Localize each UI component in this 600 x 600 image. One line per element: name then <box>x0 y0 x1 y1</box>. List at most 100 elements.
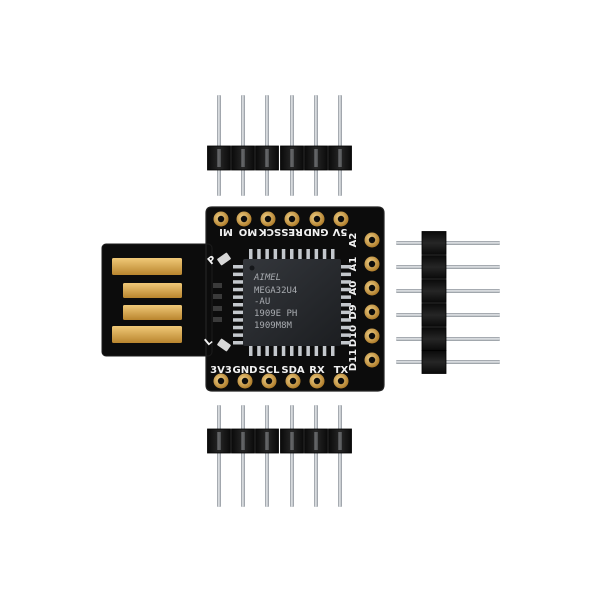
pad-hole <box>313 377 321 385</box>
chip-lead <box>341 280 351 284</box>
label-bottom-5: RX <box>309 365 325 376</box>
pad-hole <box>289 377 297 385</box>
chip-lead <box>341 310 351 315</box>
header-pin-glint <box>217 149 221 167</box>
chip-lead <box>233 341 243 345</box>
chip-lead <box>298 346 302 356</box>
chip-lead <box>341 341 351 345</box>
chip-line-4: 1909M8M <box>254 321 293 331</box>
header-pin <box>314 405 318 507</box>
pad-row-bottom <box>213 373 349 389</box>
pad-hole <box>288 215 296 223</box>
header-pin <box>217 95 221 196</box>
header-pin <box>396 337 500 341</box>
label-top-6: 5V <box>332 226 347 237</box>
smd-components <box>213 283 222 322</box>
label-bottom-2: GND <box>233 365 258 376</box>
microcontroller-chip[interactable]: AIMEL MEGA32U4 -AU 1909E PH 1909M8M <box>243 259 341 346</box>
chip-lead <box>341 272 351 277</box>
chip-lead <box>233 325 243 330</box>
header-pin-glint <box>265 432 269 450</box>
header-pin <box>396 265 500 269</box>
label-right-6: D11 <box>348 349 359 371</box>
chip-lead <box>233 272 243 277</box>
header-pin-glint <box>241 432 245 450</box>
chip-lead <box>290 249 294 259</box>
label-right-5: D10 <box>348 325 359 347</box>
pad-hole <box>241 377 249 385</box>
silk-labels-bottom: 3V3 GND SCL SDA RX TX <box>210 365 348 376</box>
chip-lead <box>273 249 278 259</box>
header-block <box>421 255 447 279</box>
header-pin <box>314 95 318 196</box>
header-pin <box>241 95 245 196</box>
pin-header-top[interactable] <box>207 95 352 196</box>
label-top-4: RES <box>281 226 303 237</box>
pin-header-bottom[interactable] <box>207 405 352 507</box>
chip-lead <box>233 287 243 292</box>
chip-lead <box>273 346 278 356</box>
header-pin <box>338 405 342 507</box>
header-pin <box>265 405 269 507</box>
label-top-2: MO <box>239 226 257 237</box>
chip-lead <box>249 249 253 259</box>
header-block <box>421 303 447 327</box>
header-pin-glint <box>265 149 269 167</box>
header-block <box>421 231 447 255</box>
label-right-2: A1 <box>348 257 359 272</box>
header-pin <box>241 405 245 507</box>
header-block <box>421 350 447 374</box>
label-right-3: A0 <box>348 281 359 296</box>
chip-lead <box>341 303 351 307</box>
label-bottom-1: 3V3 <box>210 365 232 376</box>
pad-row-right <box>364 232 380 368</box>
chip-lead <box>331 249 335 259</box>
chip-lead <box>322 249 327 259</box>
pad-hole <box>368 308 376 316</box>
chip-lead <box>233 265 243 269</box>
pad-hole <box>337 377 345 385</box>
chip-lead <box>249 346 253 356</box>
pad-hole <box>240 215 248 223</box>
chip-lead <box>257 249 261 259</box>
label-right-4: D9 <box>348 304 359 319</box>
chip-lead <box>281 249 286 259</box>
label-bottom-6: TX <box>334 365 349 376</box>
pad-hole <box>217 215 225 223</box>
label-top-5: GND <box>304 226 329 237</box>
pcb-board[interactable]: MI MO SCK RES GND 5V 3V3 GND SCL SDA RX … <box>101 206 385 392</box>
chip-lead <box>306 249 310 259</box>
chip-lead <box>331 346 335 356</box>
chip-lead <box>233 303 243 307</box>
chip-lead <box>233 295 243 299</box>
pad-row-top <box>213 211 349 227</box>
pad-hole <box>368 356 376 364</box>
label-bottom-4: SDA <box>281 365 305 376</box>
header-block <box>421 279 447 303</box>
header-pin <box>265 95 269 196</box>
chip-lead <box>314 346 319 356</box>
header-pin <box>290 405 294 507</box>
header-pin <box>290 95 294 196</box>
pad-hole <box>313 215 321 223</box>
header-pin-glint <box>314 432 318 450</box>
chip-lead <box>341 325 351 330</box>
chip-lead <box>322 346 327 356</box>
chip-lead <box>257 346 261 356</box>
header-pin-glint <box>217 432 221 450</box>
header-pin <box>217 405 221 507</box>
chip-lead <box>233 310 243 315</box>
chip-lead <box>341 287 351 292</box>
chip-lead <box>290 346 294 356</box>
chip-line-3: 1909E PH <box>254 309 297 319</box>
chip-lead <box>341 265 351 269</box>
pad-hole <box>265 377 273 385</box>
label-top-1: MI <box>219 226 233 237</box>
label-bottom-3: SCL <box>259 365 281 376</box>
chip-line-2: -AU <box>254 297 270 307</box>
chip-lead <box>233 280 243 284</box>
header-pin-glint <box>290 149 294 167</box>
chip-lead <box>341 333 351 337</box>
pin-header-right[interactable] <box>396 231 500 374</box>
